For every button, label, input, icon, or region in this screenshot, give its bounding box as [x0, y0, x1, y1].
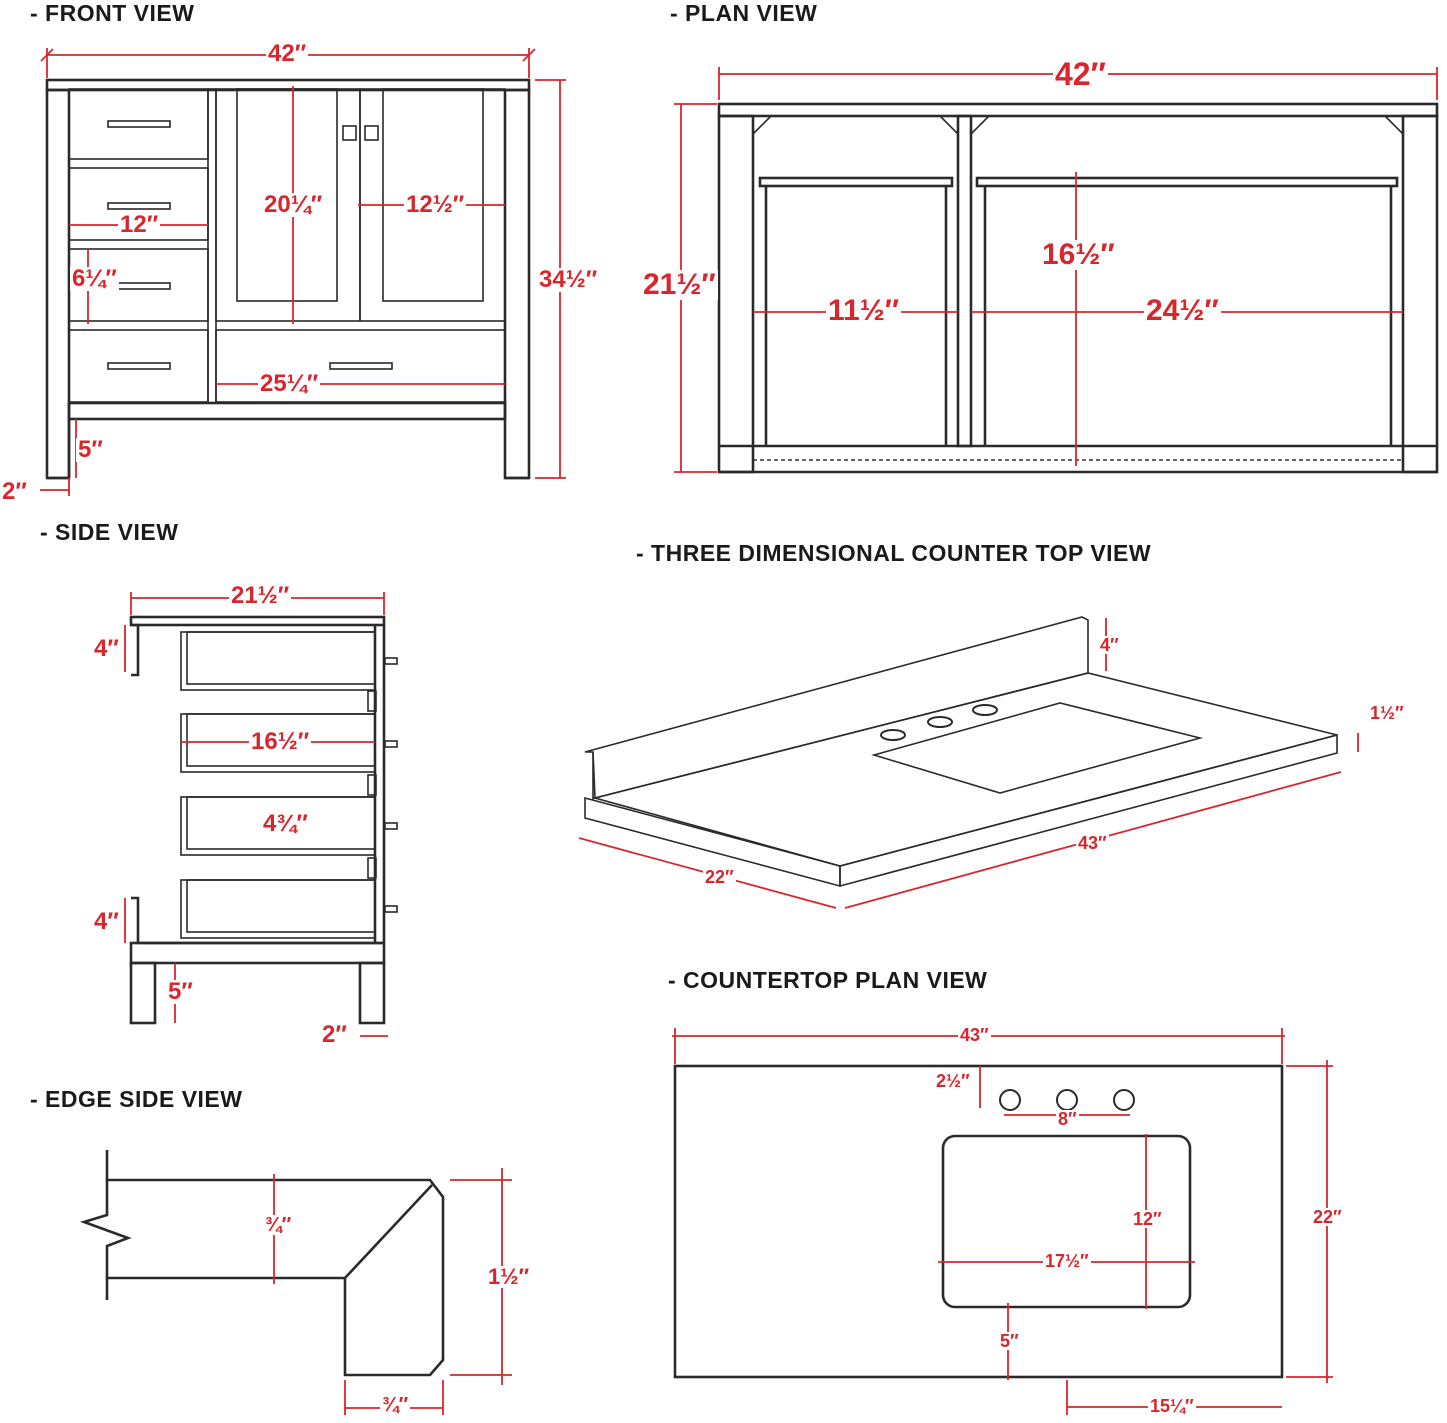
cp-sink-depth-label: 12″ — [1131, 1209, 1164, 1229]
front-door-height-label: 20¼″ — [262, 191, 325, 218]
cp-sink-width-label: 17½″ — [1043, 1251, 1091, 1271]
ct-depth-label: 22″ — [703, 867, 736, 887]
front-view-drawing — [45, 78, 531, 480]
side-toe-label: 5″ — [166, 978, 195, 1005]
front-view-dimensions — [40, 48, 566, 496]
edge-side-dimensions — [273, 1168, 512, 1415]
front-drawer-width-label: 12″ — [118, 211, 161, 238]
counter-plan-dimensions — [672, 1028, 1333, 1415]
side-top-rail-label: 4″ — [92, 635, 121, 662]
counter-3d-drawing — [584, 616, 1338, 888]
front-leg-label: 2″ — [0, 478, 29, 505]
plan-depth-label: 21½″ — [641, 268, 718, 301]
counter-3d-dimensions — [578, 618, 1359, 909]
plan-view-title: - PLAN VIEW — [670, 0, 818, 26]
plan-view-drawing — [717, 102, 1439, 474]
plan-left-label: 11½″ — [826, 294, 902, 327]
edge-total-label: 1½″ — [486, 1264, 532, 1289]
front-height-label: 34½″ — [537, 266, 600, 293]
front-view-title: - FRONT VIEW — [30, 0, 195, 26]
cp-hole-spread-label: 8″ — [1056, 1109, 1079, 1129]
cp-front-gap-label: 5″ — [998, 1331, 1021, 1351]
ct-backsplash-label: 4″ — [1098, 635, 1121, 655]
edge-side-title: - EDGE SIDE VIEW — [30, 1086, 243, 1112]
edge-side-drawing — [79, 1150, 445, 1377]
side-view-dimensions — [124, 592, 388, 1037]
counter-3d-title: - THREE DIMENSIONAL COUNTER TOP VIEW — [636, 540, 1152, 566]
cp-depth-label: 22″ — [1311, 1207, 1344, 1227]
plan-right-label: 24½″ — [1144, 294, 1221, 327]
side-drawer-height-label: 4¾″ — [261, 810, 310, 837]
front-drawer-height-label: 6¼″ — [70, 265, 119, 292]
ct-thickness-label: 1½″ — [1368, 703, 1406, 723]
side-depth-label: 21½″ — [229, 582, 292, 609]
side-drawer-depth-label: 16½″ — [249, 728, 312, 755]
front-bottom-drawer-label: 25¼″ — [258, 370, 321, 397]
cp-side-offset-label: 15¼″ — [1148, 1396, 1196, 1416]
front-width-label: 42″ — [266, 40, 309, 67]
ct-length-label: 43″ — [1076, 833, 1109, 853]
edge-top-label: ¾″ — [263, 1214, 294, 1236]
front-door-width-label: 12½″ — [404, 191, 467, 218]
side-leg-label: 2″ — [320, 1021, 349, 1048]
cp-width-label: 43″ — [958, 1025, 991, 1045]
side-bottom-rail-label: 4″ — [92, 908, 121, 935]
plan-inner-depth-label: 16½″ — [1040, 238, 1117, 271]
front-toe-label: 5″ — [76, 436, 105, 463]
plan-width-label: 42″ — [1053, 56, 1108, 92]
side-view-drawing — [129, 615, 398, 1025]
side-view-title: - SIDE VIEW — [40, 519, 179, 545]
cp-hole-offset-label: 2½″ — [934, 1071, 972, 1091]
counter-plan-drawing — [673, 1064, 1284, 1379]
counter-plan-title: - COUNTERTOP PLAN VIEW — [668, 967, 988, 993]
edge-bottom-label: ¾″ — [380, 1394, 411, 1416]
